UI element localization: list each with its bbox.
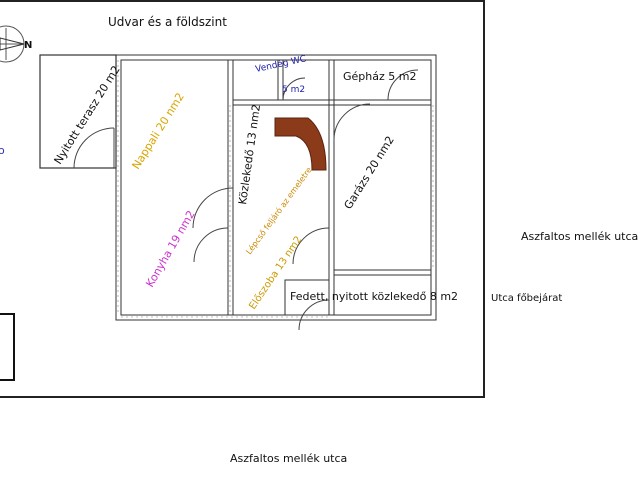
covered-walkway-box (284, 279, 330, 316)
left-edge-box (0, 313, 15, 381)
compass-icon: N (0, 25, 32, 63)
door-arcs (192, 69, 419, 331)
courtyard-boundary (0, 0, 485, 398)
left-edge-text-fragment: o (0, 144, 5, 157)
side-street-right-label: Aszfaltos mellék utca (521, 230, 638, 243)
staircase-shape (274, 117, 327, 171)
boiler-room-label: Gépház 5 m2 (343, 70, 416, 83)
living-room-label: Nappali 20 nm2 (130, 91, 187, 172)
guest-wc-area: 5 m2 (282, 85, 305, 95)
side-street-bottom-label: Aszfaltos mellék utca (230, 452, 347, 465)
compass-north-letter: N (24, 40, 32, 51)
plan-title: Udvar és a földszint (108, 15, 227, 29)
terrace-label: Nyitott terasz 20 m2 (52, 63, 123, 166)
kitchen-label: Konyha 19 nm2 (143, 208, 197, 289)
staircase-label: Lépcső feljáró az emeletre (244, 165, 314, 256)
main-entrance-label: Utca főbejárat (491, 292, 562, 304)
wall-hatching (117, 60, 434, 318)
guest-wc-label: Vendég WC (254, 53, 307, 75)
terrace-door-arc (73, 127, 115, 169)
garage-label: Garázs 20 nm2 (342, 134, 397, 212)
covered-walkway-label: Fedett, nyitott közlekedő 8 m2 (290, 290, 458, 303)
corridor-label: Közlekedő 13 nm2 (236, 103, 263, 205)
house-walls (115, 54, 437, 321)
